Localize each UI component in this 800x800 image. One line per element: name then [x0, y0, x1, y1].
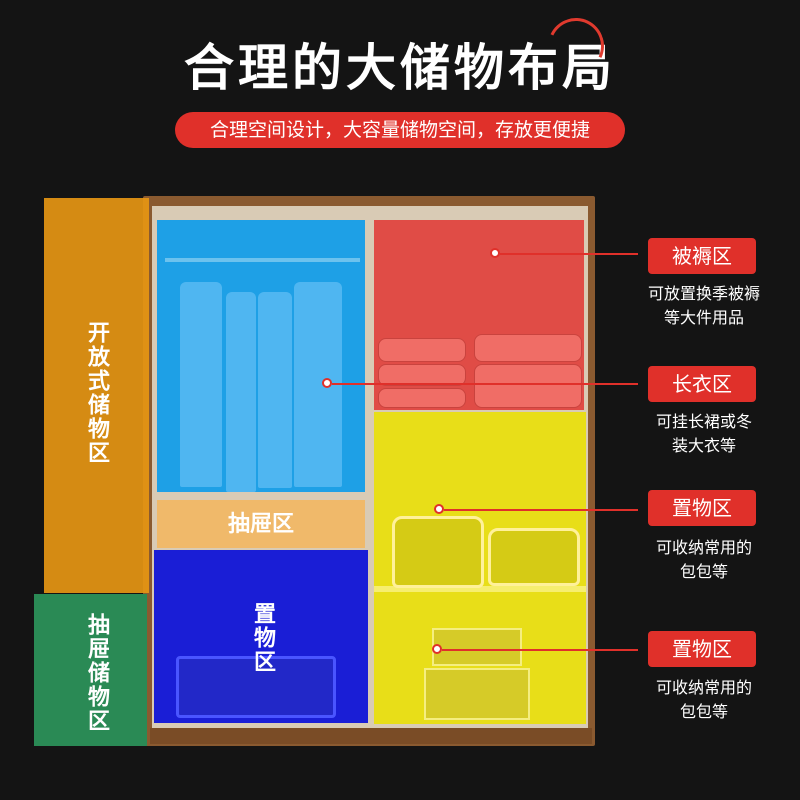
shelf — [374, 586, 586, 592]
garment — [258, 292, 292, 488]
callout-dot — [490, 248, 500, 258]
callout-desc-line: 可收纳常用的 — [655, 678, 752, 697]
callout-desc-line: 等大件用品 — [663, 308, 744, 327]
callout-line — [332, 383, 638, 385]
callout-desc: 可收纳常用的 包包等 — [624, 536, 784, 584]
drawer-storage-zone — [34, 594, 147, 746]
hanging-rod — [165, 258, 360, 262]
garment — [180, 282, 222, 487]
callout-line — [444, 509, 638, 511]
wardrobe-base — [150, 728, 592, 744]
suitcase — [176, 656, 336, 718]
callout-desc-line: 可收纳常用的 — [655, 538, 752, 557]
open-storage-label: 开放式储物区 — [84, 321, 109, 465]
pillow — [378, 388, 466, 408]
callout-desc-line: 装大衣等 — [671, 436, 736, 455]
handbag — [392, 516, 484, 588]
callout-desc-line: 可放置换季被褥 — [647, 284, 760, 303]
callout-dot — [322, 378, 332, 388]
callout-line — [500, 253, 638, 255]
folded-quilt — [474, 364, 582, 408]
garment — [226, 292, 256, 492]
storage-box — [432, 628, 522, 666]
folded-quilt — [474, 334, 582, 362]
callout-desc-line: 包包等 — [679, 562, 728, 581]
subtitle-banner: 合理空间设计，大容量储物空间，存放更便捷 — [175, 112, 625, 148]
callout-dot — [432, 644, 442, 654]
page-title: 合理的大储物布局 — [184, 39, 616, 97]
callout-line — [442, 649, 638, 651]
callout-desc: 可放置换季被褥 等大件用品 — [624, 282, 784, 330]
handbag — [488, 528, 580, 586]
drawer-zone — [157, 500, 365, 548]
callout-desc-line: 包包等 — [679, 702, 728, 721]
pillow — [378, 338, 466, 362]
drawer-storage-label: 抽屉储物区 — [84, 613, 109, 733]
open-storage-zone — [44, 198, 149, 593]
callout-tag: 长衣区 — [648, 366, 756, 402]
callout-dot — [434, 504, 444, 514]
callout-desc: 可收纳常用的 包包等 — [624, 676, 784, 724]
callout-tag: 置物区 — [648, 490, 756, 526]
storage-box — [424, 668, 530, 720]
callout-tag: 被褥区 — [648, 238, 756, 274]
bottom-storage-label: 置物区 — [250, 602, 275, 674]
callout-desc-line: 可挂长裙或冬 — [655, 412, 752, 431]
callout-tag: 置物区 — [648, 631, 756, 667]
pillow — [378, 364, 466, 386]
drawer-label: 抽屉区 — [227, 512, 294, 537]
callout-desc: 可挂长裙或冬 装大衣等 — [624, 410, 784, 458]
